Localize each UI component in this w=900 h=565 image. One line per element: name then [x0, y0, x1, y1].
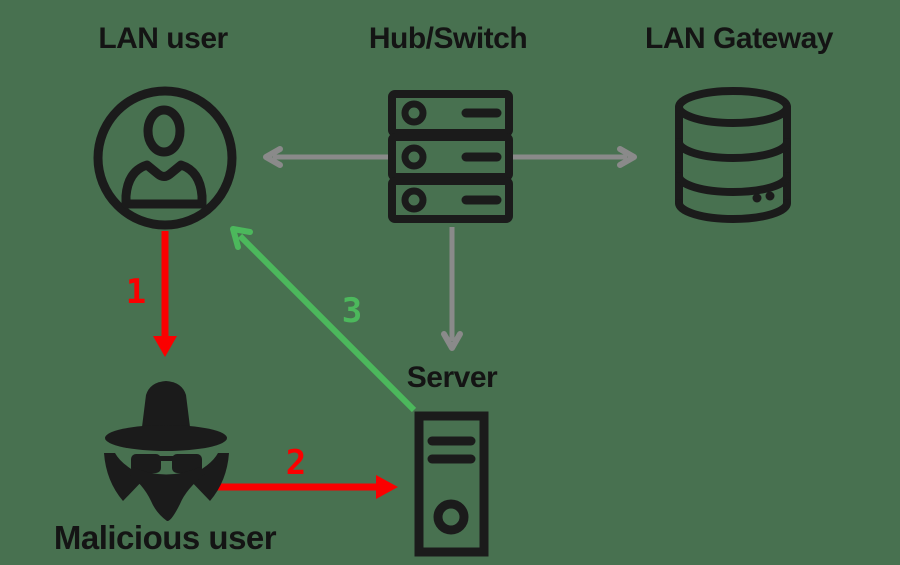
response-arrow-3	[230, 226, 417, 413]
step-2-label: 2	[285, 443, 307, 483]
attack-arrow-1	[153, 231, 177, 357]
server-tower-icon	[414, 411, 489, 557]
server-label: Server	[406, 361, 498, 394]
malicious-user-label: Malicious user	[53, 519, 277, 556]
switch-rack-icon	[388, 90, 513, 223]
step-3-label: 3	[341, 291, 363, 331]
lan-gateway-label: LAN Gateway	[645, 22, 833, 55]
spy-icon	[104, 381, 229, 522]
arrow-hub-to-server	[441, 227, 463, 351]
attack-arrow-2	[212, 475, 398, 499]
database-icon	[675, 87, 791, 223]
arrow-hub-to-gateway	[513, 146, 637, 168]
arrow-hub-to-lanuser	[263, 146, 388, 168]
hub-switch-label: Hub/Switch	[368, 22, 528, 55]
step-1-label: 1	[125, 272, 147, 312]
person-circle-icon	[93, 86, 237, 230]
lan-user-label: LAN user	[98, 22, 228, 55]
